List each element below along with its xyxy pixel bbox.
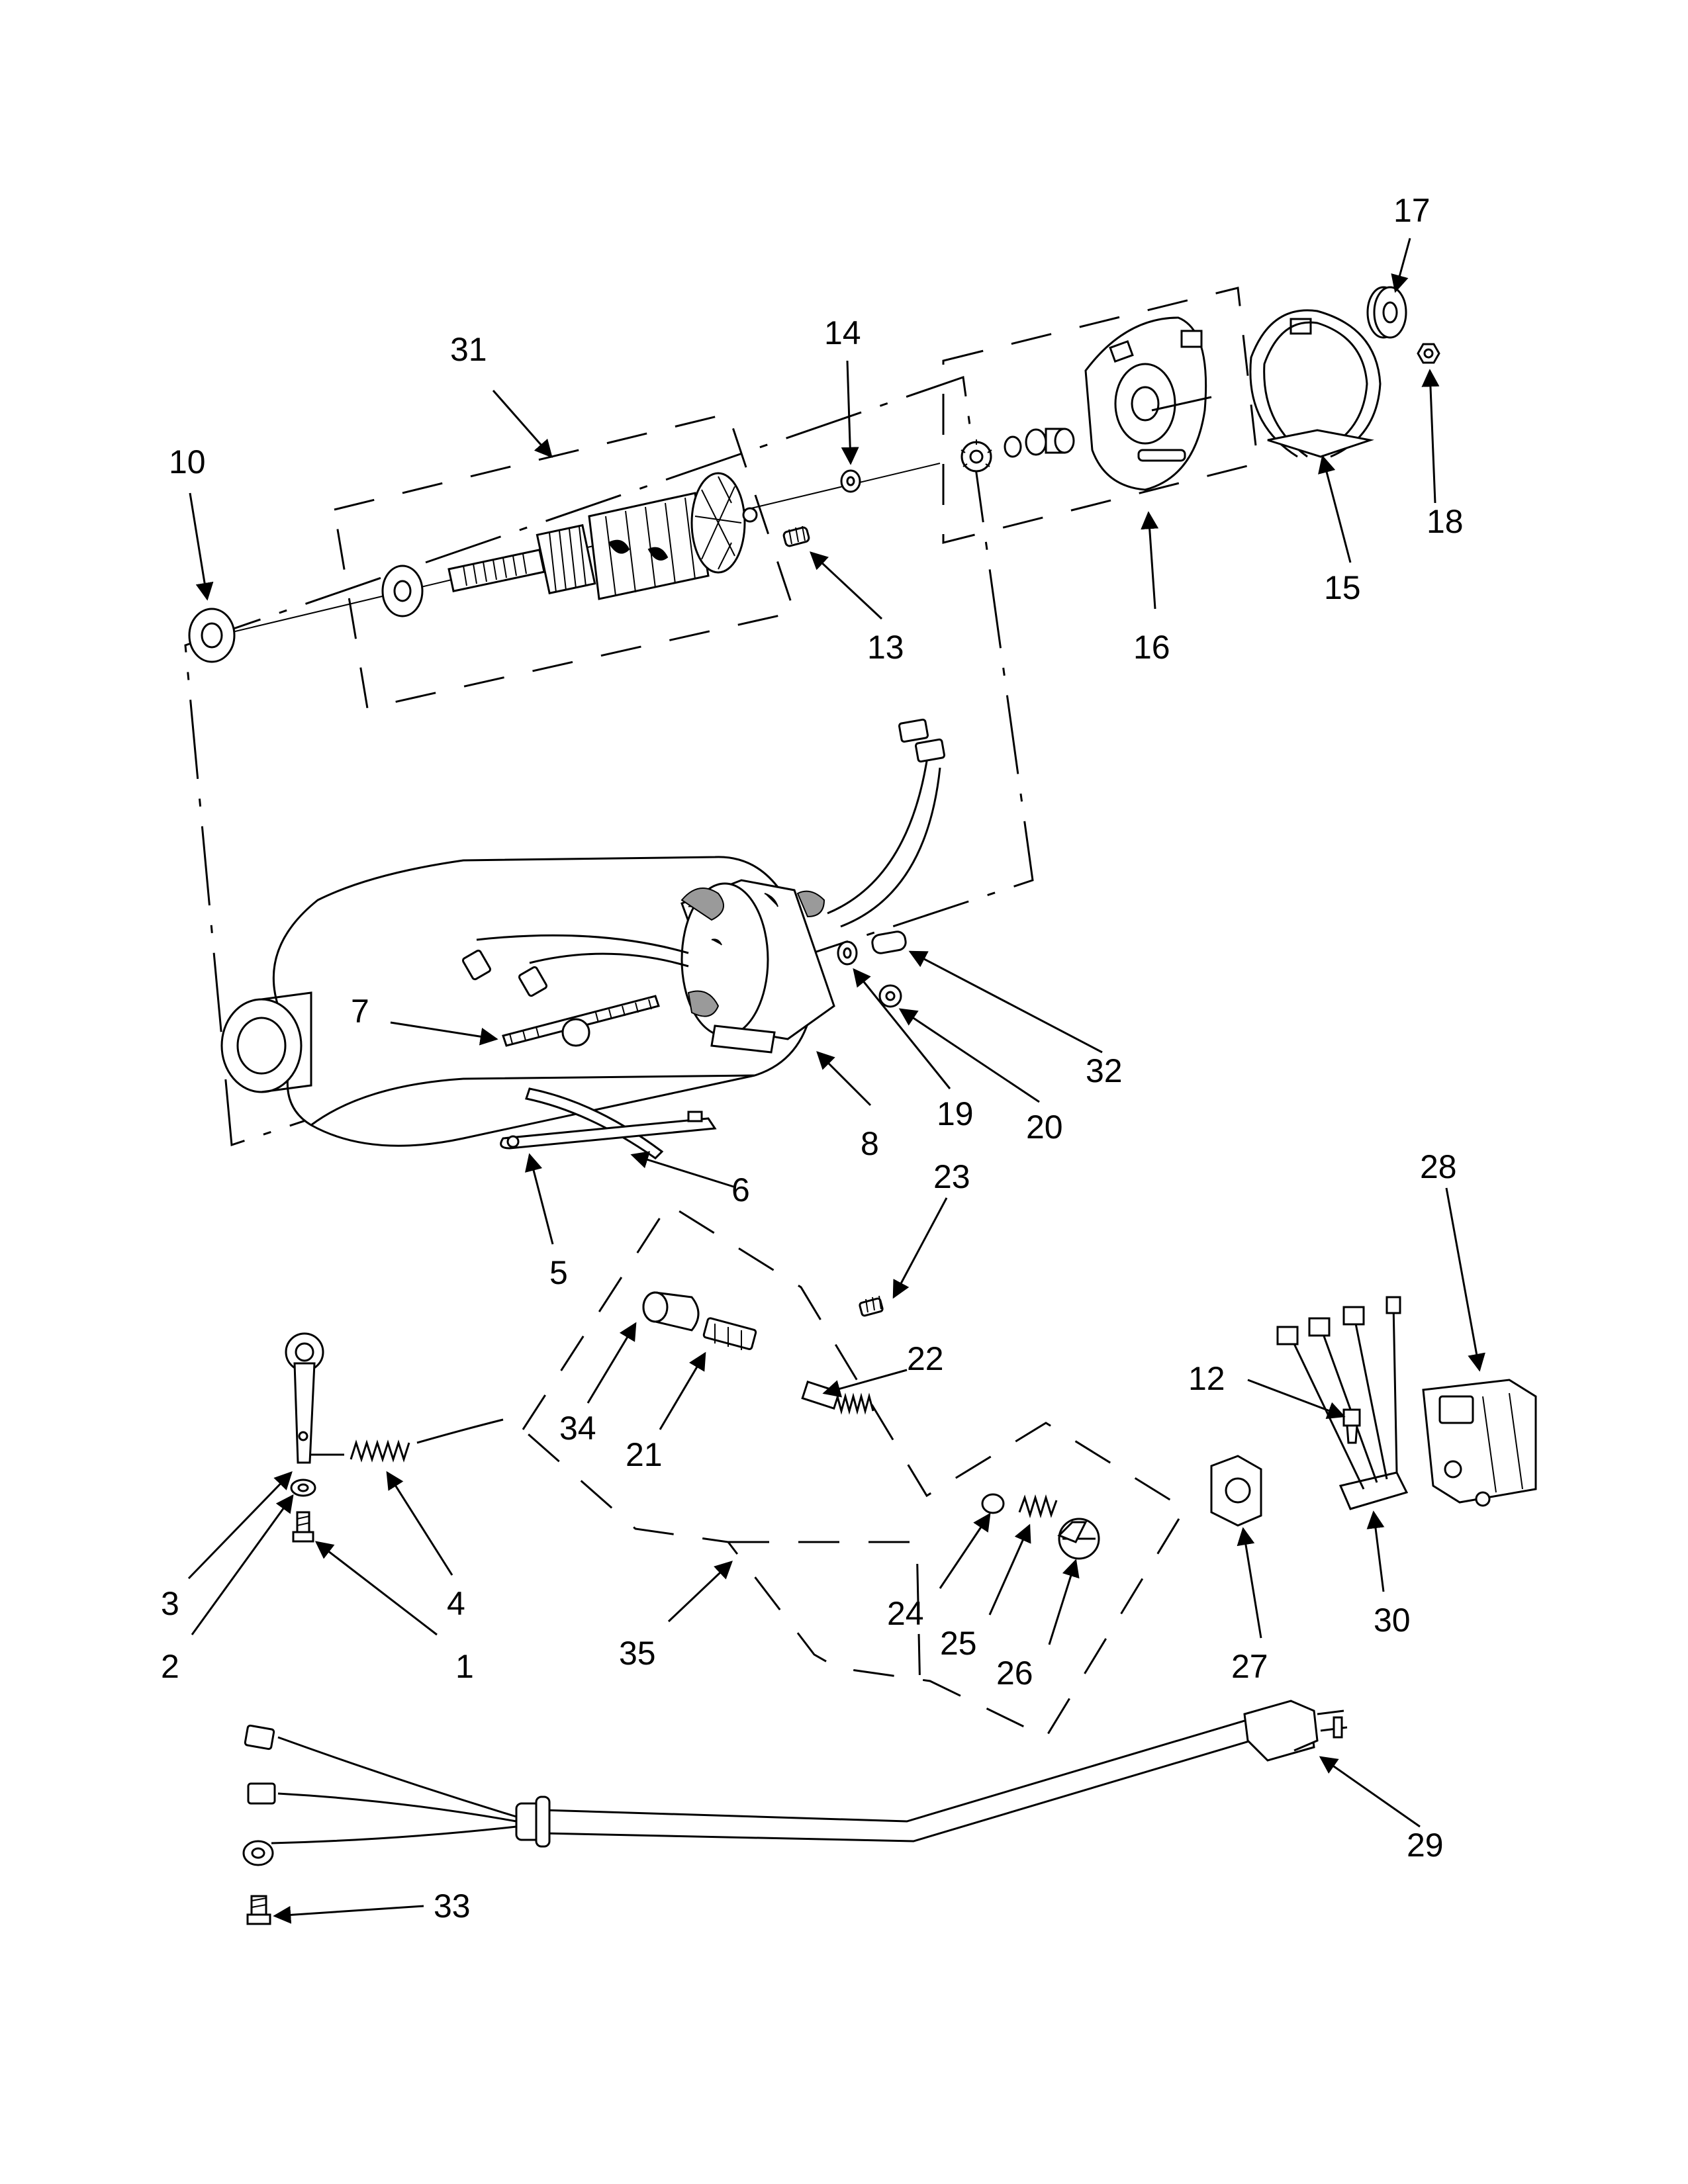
part-label-19: 19 (937, 1095, 974, 1132)
group-outlines (184, 287, 1259, 1739)
part-label-8: 8 (861, 1125, 879, 1162)
part-label-18: 18 (1427, 503, 1464, 540)
part-label-22: 22 (907, 1340, 944, 1377)
part-label-10: 10 (169, 443, 206, 480)
part-label-21: 21 (626, 1436, 663, 1473)
part-label-31: 31 (450, 331, 487, 368)
motor-housing (220, 718, 945, 1160)
part-label-15: 15 (1324, 569, 1361, 606)
housing-group-outline (184, 375, 1034, 1147)
part-label-24: 24 (887, 1595, 924, 1632)
bracket-15 (1249, 309, 1382, 458)
housing-small-parts (837, 931, 907, 1008)
part-label-4: 4 (447, 1585, 465, 1622)
part-label-34: 34 (559, 1410, 596, 1447)
bearing-17-nut-18 (1366, 286, 1440, 364)
brush-parts (642, 1291, 1100, 1560)
part-label-7: 7 (351, 993, 369, 1030)
part-label-16: 16 (1133, 629, 1170, 666)
part-label-26: 26 (996, 1655, 1033, 1692)
leader-lines (187, 238, 1485, 1924)
part-label-25: 25 (940, 1625, 977, 1662)
switch-assembly (1210, 1296, 1537, 1527)
end-bell-group-outline (942, 287, 1259, 544)
part-label-35: 35 (619, 1635, 656, 1672)
part-label-20: 20 (1026, 1109, 1063, 1146)
power-cord (242, 1700, 1348, 1925)
part-label-27: 27 (1231, 1648, 1268, 1685)
part-label-3: 3 (161, 1585, 179, 1622)
end-bell-assembly (961, 316, 1212, 491)
part-label-23: 23 (933, 1158, 970, 1195)
part-label-6: 6 (731, 1171, 750, 1208)
part-label-14: 14 (824, 314, 861, 351)
part-label-17: 17 (1393, 192, 1430, 229)
part-label-28: 28 (1420, 1148, 1457, 1185)
part-label-29: 29 (1407, 1827, 1444, 1864)
part-labels: 31 10 14 13 16 15 17 18 7 8 19 20 32 6 5… (161, 192, 1464, 1925)
part-label-2: 2 (161, 1648, 179, 1685)
part-label-12: 12 (1188, 1360, 1225, 1397)
part-label-1: 1 (455, 1648, 474, 1685)
armature-assembly (188, 463, 941, 663)
part-label-32: 32 (1086, 1052, 1123, 1089)
part-label-13: 13 (867, 629, 904, 666)
part-label-33: 33 (434, 1888, 471, 1925)
part-label-30: 30 (1374, 1602, 1411, 1639)
speed-control-lever (285, 1332, 504, 1543)
part-label-5: 5 (549, 1254, 568, 1291)
shaft-parts (782, 469, 861, 547)
brush-holder-inner-outline (728, 1541, 921, 1695)
